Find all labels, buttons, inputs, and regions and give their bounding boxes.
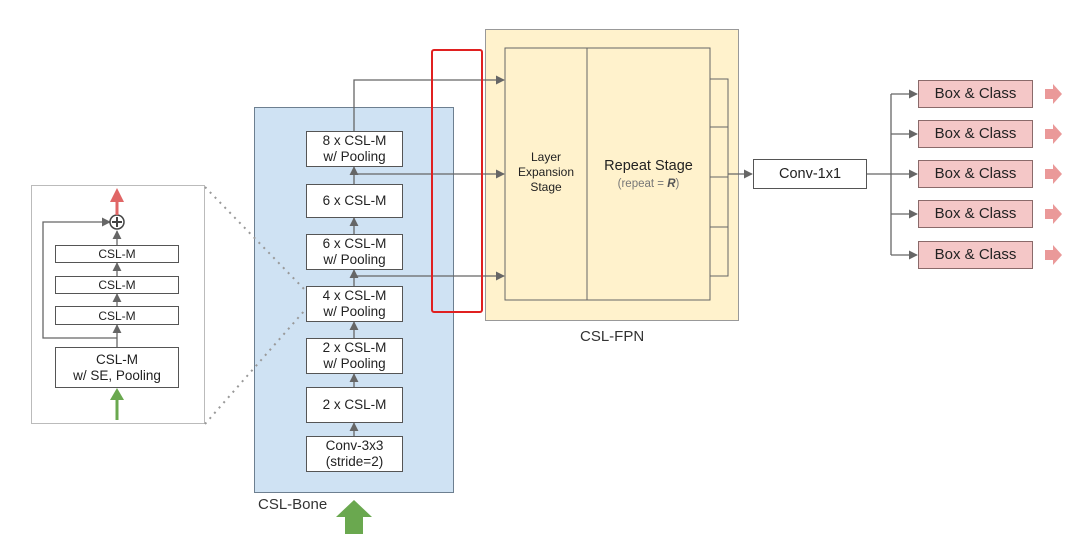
head-output-arrow-1: [1045, 84, 1062, 104]
conv-1x1-block: Conv-1x1: [753, 159, 867, 189]
bone-block-4x-pooling: 4 x CSL-M w/ Pooling: [306, 286, 403, 322]
bone-block-6x-pooling: 6 x CSL-M w/ Pooling: [306, 234, 403, 270]
csl-fpn-container: [485, 29, 739, 321]
bone-block-conv3x3: Conv-3x3 (stride=2): [306, 436, 403, 472]
head-output-arrow-5: [1045, 245, 1062, 265]
head-output-arrow-2: [1045, 124, 1062, 144]
detail-csl-m-se-pooling: CSL-M w/ SE, Pooling: [55, 347, 179, 388]
head-box-class-5: Box & Class: [918, 241, 1033, 269]
detail-skip-connection: [42, 217, 117, 339]
repeat-stage-box: [586, 47, 711, 301]
repeat-stage-subtitle: (repeat = R): [587, 178, 710, 190]
feature-arrow-top: [353, 75, 505, 131]
highlight-box: [431, 49, 483, 313]
csl-fpn-label: CSL-FPN: [580, 328, 645, 345]
zoom-line-top: [204, 186, 306, 291]
repeat-sub-suffix: ): [675, 178, 680, 190]
head-output-arrow-4: [1045, 204, 1062, 224]
detail-input-arrowhead: [110, 388, 124, 400]
bone-block-8x-pooling: 8 x CSL-M w/ Pooling: [306, 131, 403, 167]
backbone-input-arrow: [336, 500, 372, 534]
csl-bone-label: CSL-Bone: [258, 496, 328, 513]
bone-block-6x: 6 x CSL-M: [306, 184, 403, 218]
repeat-variable: R: [667, 178, 676, 190]
detail-csl-m-mid: CSL-M: [55, 276, 179, 294]
bone-block-2x-pooling: 2 x CSL-M w/ Pooling: [306, 338, 403, 374]
head-box-class-4: Box & Class: [918, 200, 1033, 228]
bone-block-2x: 2 x CSL-M: [306, 387, 403, 423]
head-box-class-3: Box & Class: [918, 160, 1033, 188]
detail-output-arrowhead: [110, 188, 124, 202]
detail-csl-m-low: CSL-M: [55, 306, 179, 325]
zoom-line-bottom: [204, 309, 306, 425]
head-box-class-2: Box & Class: [918, 120, 1033, 148]
detail-csl-m-top: CSL-M: [55, 245, 179, 263]
head-output-arrow-3: [1045, 164, 1062, 184]
head-box-class-1: Box & Class: [918, 80, 1033, 108]
repeat-sub-prefix: (repeat =: [617, 178, 668, 190]
layer-expansion-label: Layer Expansion Stage: [517, 150, 575, 194]
repeat-stage-title: Repeat Stage: [604, 158, 693, 174]
